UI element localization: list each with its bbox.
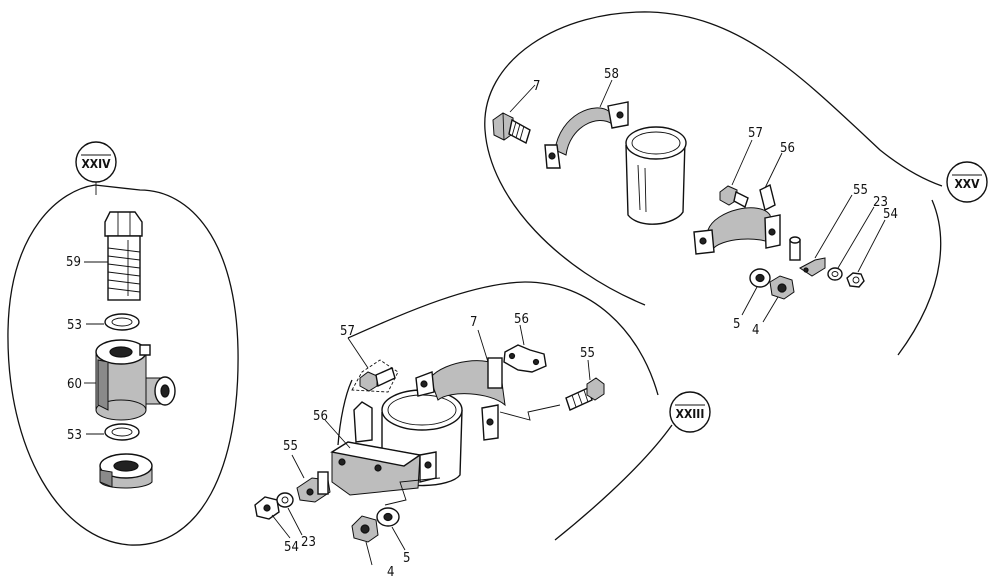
washer-53-lower [104,423,140,441]
label-4-lower: 4 [387,565,394,580]
xxiii-callout-circle [669,391,711,433]
label-7-lower: 55 [580,346,595,361]
clamp-56-upper [693,183,781,255]
label-58: 58 [604,67,619,82]
clamp-56-lower-right [415,357,506,441]
label-56-upper: 56 [780,141,795,156]
nut-54-upper [846,272,865,288]
label-55-lower-right: 56 [514,312,529,327]
label-7-upper: 7 [533,79,540,94]
label-54-upper: 54 [883,207,898,222]
xxiv-callout-circle [75,141,117,183]
xxv-callout-circle [946,161,988,203]
banjo-fitting-60 [95,339,176,421]
bolt-57-upper [719,185,749,209]
bolt-59 [104,211,143,301]
strap-55-lower-left [296,471,331,503]
label-4-upper: 4 [752,323,759,338]
group-xxv: XXV 7 58 [484,11,988,356]
label-54-lower: 54 [284,540,299,555]
label-56-lower-right: 7 [470,315,477,330]
xxiii-label: XXIII [676,407,705,421]
xxiv-boundary [7,184,239,546]
clamp-58 [544,101,629,169]
washer-53-upper [104,313,140,331]
label-56-lower-left: 56 [313,409,328,424]
bolt-7-lower [565,377,605,411]
washer-23-upper [827,267,843,281]
bolt-7-upper [492,112,531,145]
xxiv-label: XXIV [81,157,111,171]
label-59: 59 [66,255,81,270]
clamp-56-lower [330,389,463,496]
xxv-label: XXV [954,177,980,191]
label-57-lower: 57 [340,324,355,339]
label-53-upper: 53 [67,318,82,333]
label-5-lower: 5 [403,551,410,566]
label-60: 60 [67,377,82,392]
group-xxiv: XXIV 59 53 60 [7,141,239,546]
label-55-upper: 55 [853,183,868,198]
union-nut [99,453,153,489]
xxiii-boundary [347,281,659,396]
xxv-boundary [484,11,943,306]
label-5-upper: 5 [733,317,740,332]
pipe-upper [625,126,687,225]
label-23-lower: 23 [301,535,316,550]
strap-55-upper [789,236,826,277]
label-57-upper: 57 [748,126,763,141]
label-55-lower-left: 55 [283,439,298,454]
group-xxiii: XXIII 57 56 55 [254,281,711,580]
label-23-upper: 23 [873,195,888,210]
label-53-lower: 53 [67,428,82,443]
strap-55-lower-right [503,344,547,373]
washer-23-lower [276,492,294,508]
bolt-57-lower [359,367,396,392]
